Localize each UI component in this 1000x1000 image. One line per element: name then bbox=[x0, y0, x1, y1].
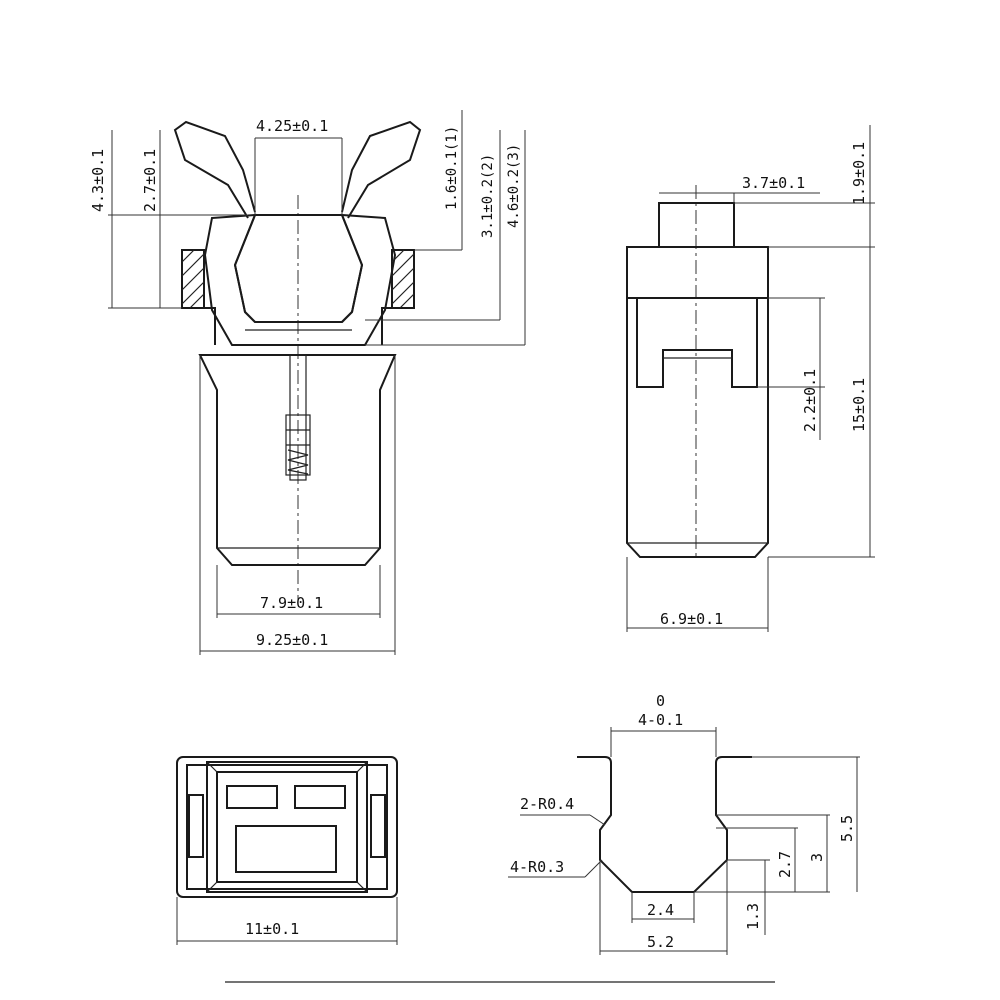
cutout-outline bbox=[577, 756, 752, 893]
bottom-window-large bbox=[235, 825, 337, 873]
front-view: 4.25±0.1 4.3±0.1 2.7±0.1 1.6±0.1(1) 3.1±… bbox=[89, 110, 526, 655]
dim-bottom-width: 11±0.1 bbox=[245, 920, 299, 938]
bottom-window-left bbox=[226, 785, 278, 809]
dim-side-slot: 2.2±0.1 bbox=[801, 369, 819, 432]
dim-cutout-h1: 1.3 bbox=[744, 903, 762, 930]
bottom-right-nub bbox=[370, 794, 386, 858]
dim-cutout-h4: 5.5 bbox=[838, 815, 856, 842]
radius-label-2: 4-R0.3 bbox=[510, 858, 564, 876]
dim-cutout-top-a: 0 bbox=[656, 692, 665, 710]
dim-cutout-outer-bottom: 5.2 bbox=[647, 933, 674, 951]
dim-top-width: 4.25±0.1 bbox=[256, 117, 328, 135]
cutout-detail: 0 4-0.1 2-R0.4 4-R0.3 2.4 5.2 1.3 2.7 3 … bbox=[508, 692, 860, 955]
right-wing bbox=[341, 120, 422, 219]
dim-left-1: 4.3±0.1 bbox=[89, 149, 107, 212]
radius-label-1: 2-R0.4 bbox=[520, 795, 574, 813]
left-hatched-tab bbox=[181, 249, 205, 309]
spring-coil bbox=[287, 449, 309, 475]
spring-slot bbox=[289, 354, 307, 481]
dim-cutout-top-b: 4-0.1 bbox=[638, 711, 683, 729]
bottom-cavity bbox=[216, 771, 358, 883]
dim-side-top-height: 1.9±0.1 bbox=[850, 142, 868, 205]
dim-side-width: 6.9±0.1 bbox=[660, 610, 723, 628]
bottom-window-right bbox=[294, 785, 346, 809]
right-hatching bbox=[391, 249, 415, 309]
dim-right-3: 4.6±0.2(3) bbox=[506, 144, 522, 228]
side-slot bbox=[636, 298, 758, 388]
dim-cutout-inner-bottom: 2.4 bbox=[647, 901, 674, 919]
dim-right-1: 1.6±0.1(1) bbox=[444, 126, 460, 210]
front-body bbox=[198, 354, 397, 566]
left-wing bbox=[173, 120, 256, 219]
dim-right-2: 3.1±0.2(2) bbox=[480, 154, 496, 238]
side-body bbox=[626, 246, 769, 558]
flange bbox=[204, 307, 392, 345]
left-hatching bbox=[181, 249, 205, 309]
dim-side-height: 15±0.1 bbox=[850, 378, 868, 432]
dim-left-2: 2.7±0.1 bbox=[141, 149, 159, 212]
dim-cutout-h3: 3 bbox=[808, 853, 826, 862]
bottom-inner-frame bbox=[206, 761, 368, 893]
dim-cutout-h2: 2.7 bbox=[776, 851, 794, 878]
clip-inner bbox=[233, 214, 364, 323]
side-view: 3.7±0.1 1.9±0.1 2.2±0.1 15±0.1 6.9±0.1 bbox=[626, 125, 875, 632]
dim-bottom-inner: 7.9±0.1 bbox=[260, 594, 323, 612]
dim-bottom-outer: 9.25±0.1 bbox=[256, 631, 328, 649]
bottom-left-nub bbox=[188, 794, 204, 858]
bottom-frame bbox=[186, 764, 388, 890]
bottom-view: 11±0.1 bbox=[176, 756, 398, 945]
clip-outer bbox=[203, 213, 397, 346]
right-hatched-tab bbox=[391, 249, 415, 309]
dim-side-top: 3.7±0.1 bbox=[742, 174, 805, 192]
bottom-outer bbox=[176, 756, 398, 898]
